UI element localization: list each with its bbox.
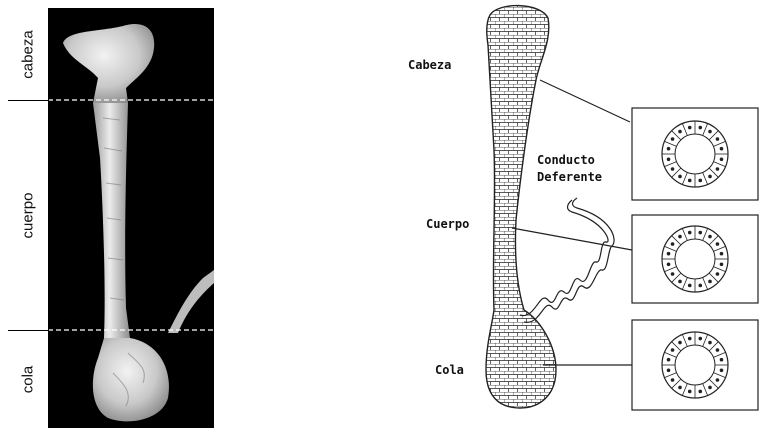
duct-label-line1: Conducto bbox=[537, 152, 602, 169]
epididymis-outline bbox=[486, 6, 556, 408]
diagram-label-duct: Conducto Deferente bbox=[537, 152, 602, 186]
tubule-cross-section-head bbox=[662, 121, 728, 187]
diagram-label-head: Cabeza bbox=[408, 57, 451, 74]
tubule-cross-section-tail bbox=[662, 332, 728, 398]
tubule-cross-section-body bbox=[662, 226, 728, 292]
diagram-label-body: Cuerpo bbox=[426, 216, 469, 233]
duct-squiggle bbox=[520, 198, 614, 322]
leader-head bbox=[540, 80, 630, 122]
tubule-cross-sections bbox=[662, 121, 728, 398]
duct-label-line2: Deferente bbox=[537, 169, 602, 186]
diagram-label-tail: Cola bbox=[435, 362, 464, 379]
